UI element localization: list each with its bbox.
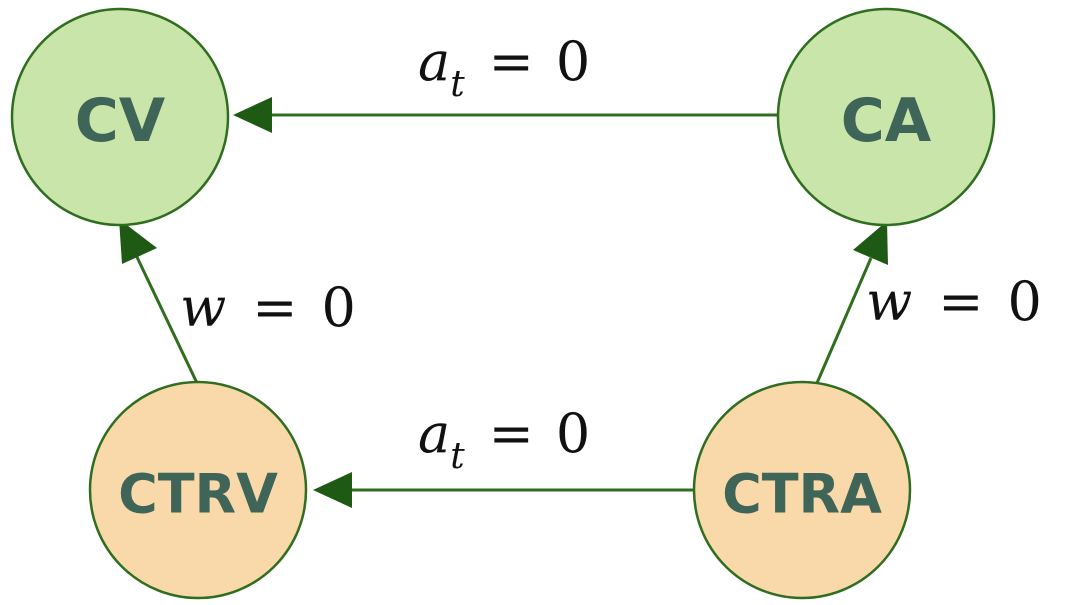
label-var: a: [418, 402, 450, 465]
node-ca-label: CA: [841, 86, 932, 156]
label-sub: t: [450, 64, 465, 105]
label-var: a: [418, 30, 450, 93]
label-value: 0: [321, 276, 355, 339]
edge-label-ctra-to-ca: w = 0: [866, 270, 1042, 333]
label-sub: t: [450, 436, 465, 477]
edge-ctra-to-ctrv: [313, 472, 694, 508]
edge-ctrv-to-cv: [119, 219, 199, 384]
label-value: 0: [1007, 270, 1041, 333]
arrowhead-icon: [119, 219, 157, 264]
node-ctra: CTRA: [692, 380, 912, 600]
arrowhead-icon: [313, 472, 352, 508]
node-ctrv: CTRV: [88, 380, 308, 600]
label-op: =: [489, 402, 534, 465]
edge-ca-to-cv: [233, 97, 778, 133]
label-value: 0: [556, 30, 590, 93]
arrowhead-icon: [853, 221, 888, 265]
node-cv-label: CV: [75, 86, 166, 156]
node-ctrv-label: CTRV: [118, 463, 278, 526]
arrowhead-icon: [233, 97, 272, 133]
edge-label-ctrv-to-cv: w = 0: [180, 276, 356, 339]
label-op: =: [252, 276, 297, 339]
edge-ctra-to-ca: [815, 221, 888, 384]
node-cv: CV: [10, 7, 230, 227]
node-ctra-label: CTRA: [722, 463, 882, 526]
label-op: =: [938, 270, 983, 333]
label-op: =: [489, 30, 534, 93]
edge-label-ca-to-cv: at = 0: [418, 30, 590, 105]
node-ca: CA: [776, 7, 996, 227]
label-var: w: [180, 276, 226, 339]
label-var: w: [866, 270, 912, 333]
label-value: 0: [556, 402, 590, 465]
edge-label-ctra-to-ctrv: at = 0: [418, 402, 590, 477]
